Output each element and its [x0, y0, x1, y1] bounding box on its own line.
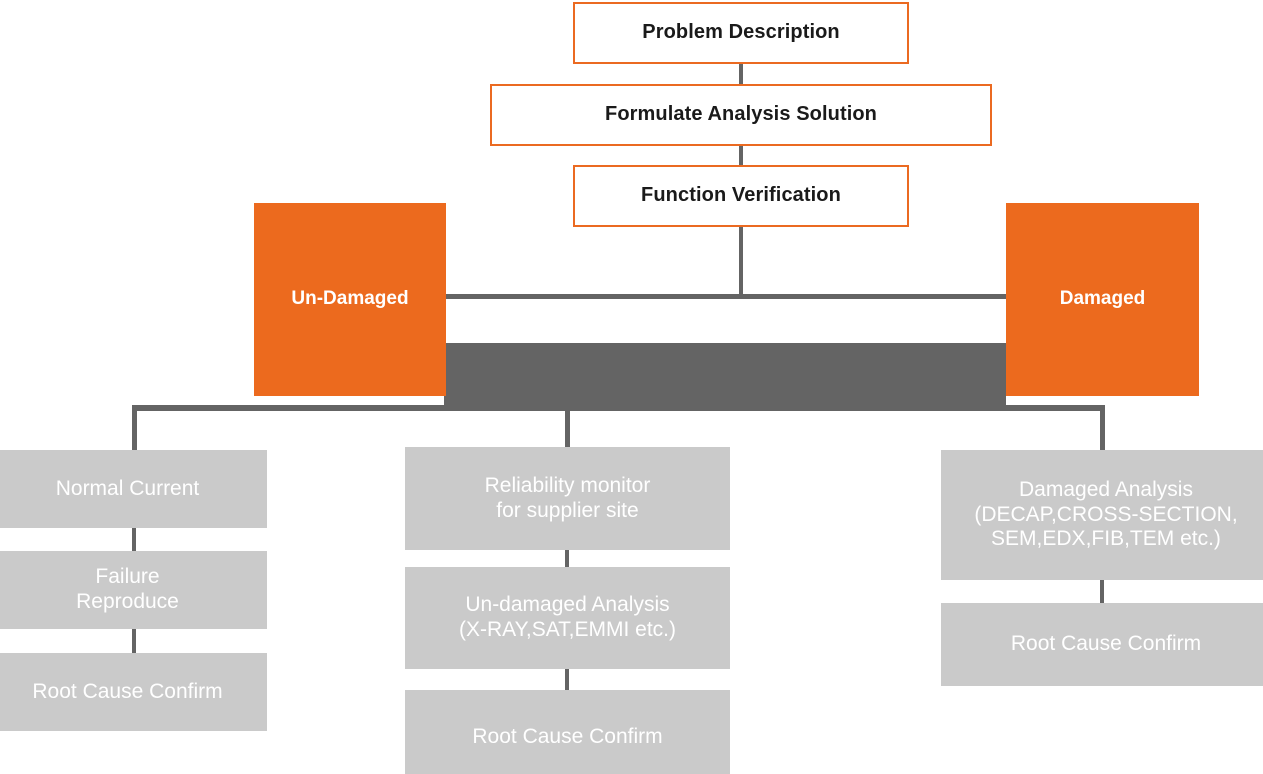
- node-label: Problem Description: [642, 21, 840, 44]
- connector-bus-to-right-column: [1100, 405, 1105, 452]
- connector-right-1-to-2: [1100, 580, 1104, 605]
- node-label: Damaged: [1059, 288, 1146, 310]
- connector-bus-to-middle-column: [565, 405, 570, 450]
- node-label: Normal Current: [55, 476, 200, 500]
- node-label: Formulate Analysis Solution: [605, 103, 877, 126]
- connector-middle-2-to-3: [565, 669, 569, 692]
- node-normal-current[interactable]: Normal Current: [0, 450, 267, 528]
- node-root-cause-confirm-middle[interactable]: Root Cause Confirm: [405, 690, 730, 774]
- connector-bus-to-left-column: [132, 405, 137, 452]
- connector-function-to-split: [739, 225, 743, 299]
- node-label: Reliability monitor for supplier site: [484, 473, 651, 522]
- node-un-damaged[interactable]: Un-Damaged: [254, 203, 446, 396]
- node-root-cause-confirm-right[interactable]: Root Cause Confirm: [941, 603, 1263, 686]
- node-label: Root Cause Confirm: [472, 725, 663, 749]
- node-un-damaged-analysis[interactable]: Un-damaged Analysis (X-RAY,SAT,EMMI etc.…: [405, 567, 730, 669]
- node-failure-reproduce[interactable]: Failure Reproduce: [0, 551, 267, 629]
- node-label: Un-Damaged: [291, 288, 409, 310]
- connector-split-bus: [444, 294, 1008, 299]
- connector-distribution-bus: [132, 405, 1104, 411]
- node-label: Failure Reproduce: [76, 565, 179, 613]
- node-reliability-monitor[interactable]: Reliability monitor for supplier site: [405, 447, 730, 550]
- node-problem-description[interactable]: Problem Description: [573, 2, 909, 64]
- connector-left-2-to-3: [132, 629, 136, 654]
- node-function-verification[interactable]: Function Verification: [573, 165, 909, 227]
- node-label: Un-damaged Analysis (X-RAY,SAT,EMMI etc.…: [458, 593, 677, 641]
- node-label: Damaged Analysis (DECAP,CROSS-SECTION, S…: [974, 477, 1238, 551]
- connector-left-1-to-2: [132, 528, 136, 552]
- connector-problem-to-formulate: [739, 62, 743, 88]
- node-root-cause-confirm-left[interactable]: Root Cause Confirm: [0, 653, 267, 731]
- node-label: Root Cause Confirm: [1010, 632, 1202, 656]
- connector-middle-1-to-2: [565, 550, 569, 570]
- node-label: Root Cause Confirm: [32, 679, 223, 703]
- node-formulate-analysis-solution[interactable]: Formulate Analysis Solution: [490, 84, 992, 146]
- connector-branch-fill: [444, 343, 1006, 411]
- node-damaged-analysis[interactable]: Damaged Analysis (DECAP,CROSS-SECTION, S…: [941, 450, 1263, 580]
- node-label: Function Verification: [641, 184, 841, 207]
- connector-formulate-to-function: [739, 142, 743, 168]
- node-damaged[interactable]: Damaged: [1006, 203, 1199, 396]
